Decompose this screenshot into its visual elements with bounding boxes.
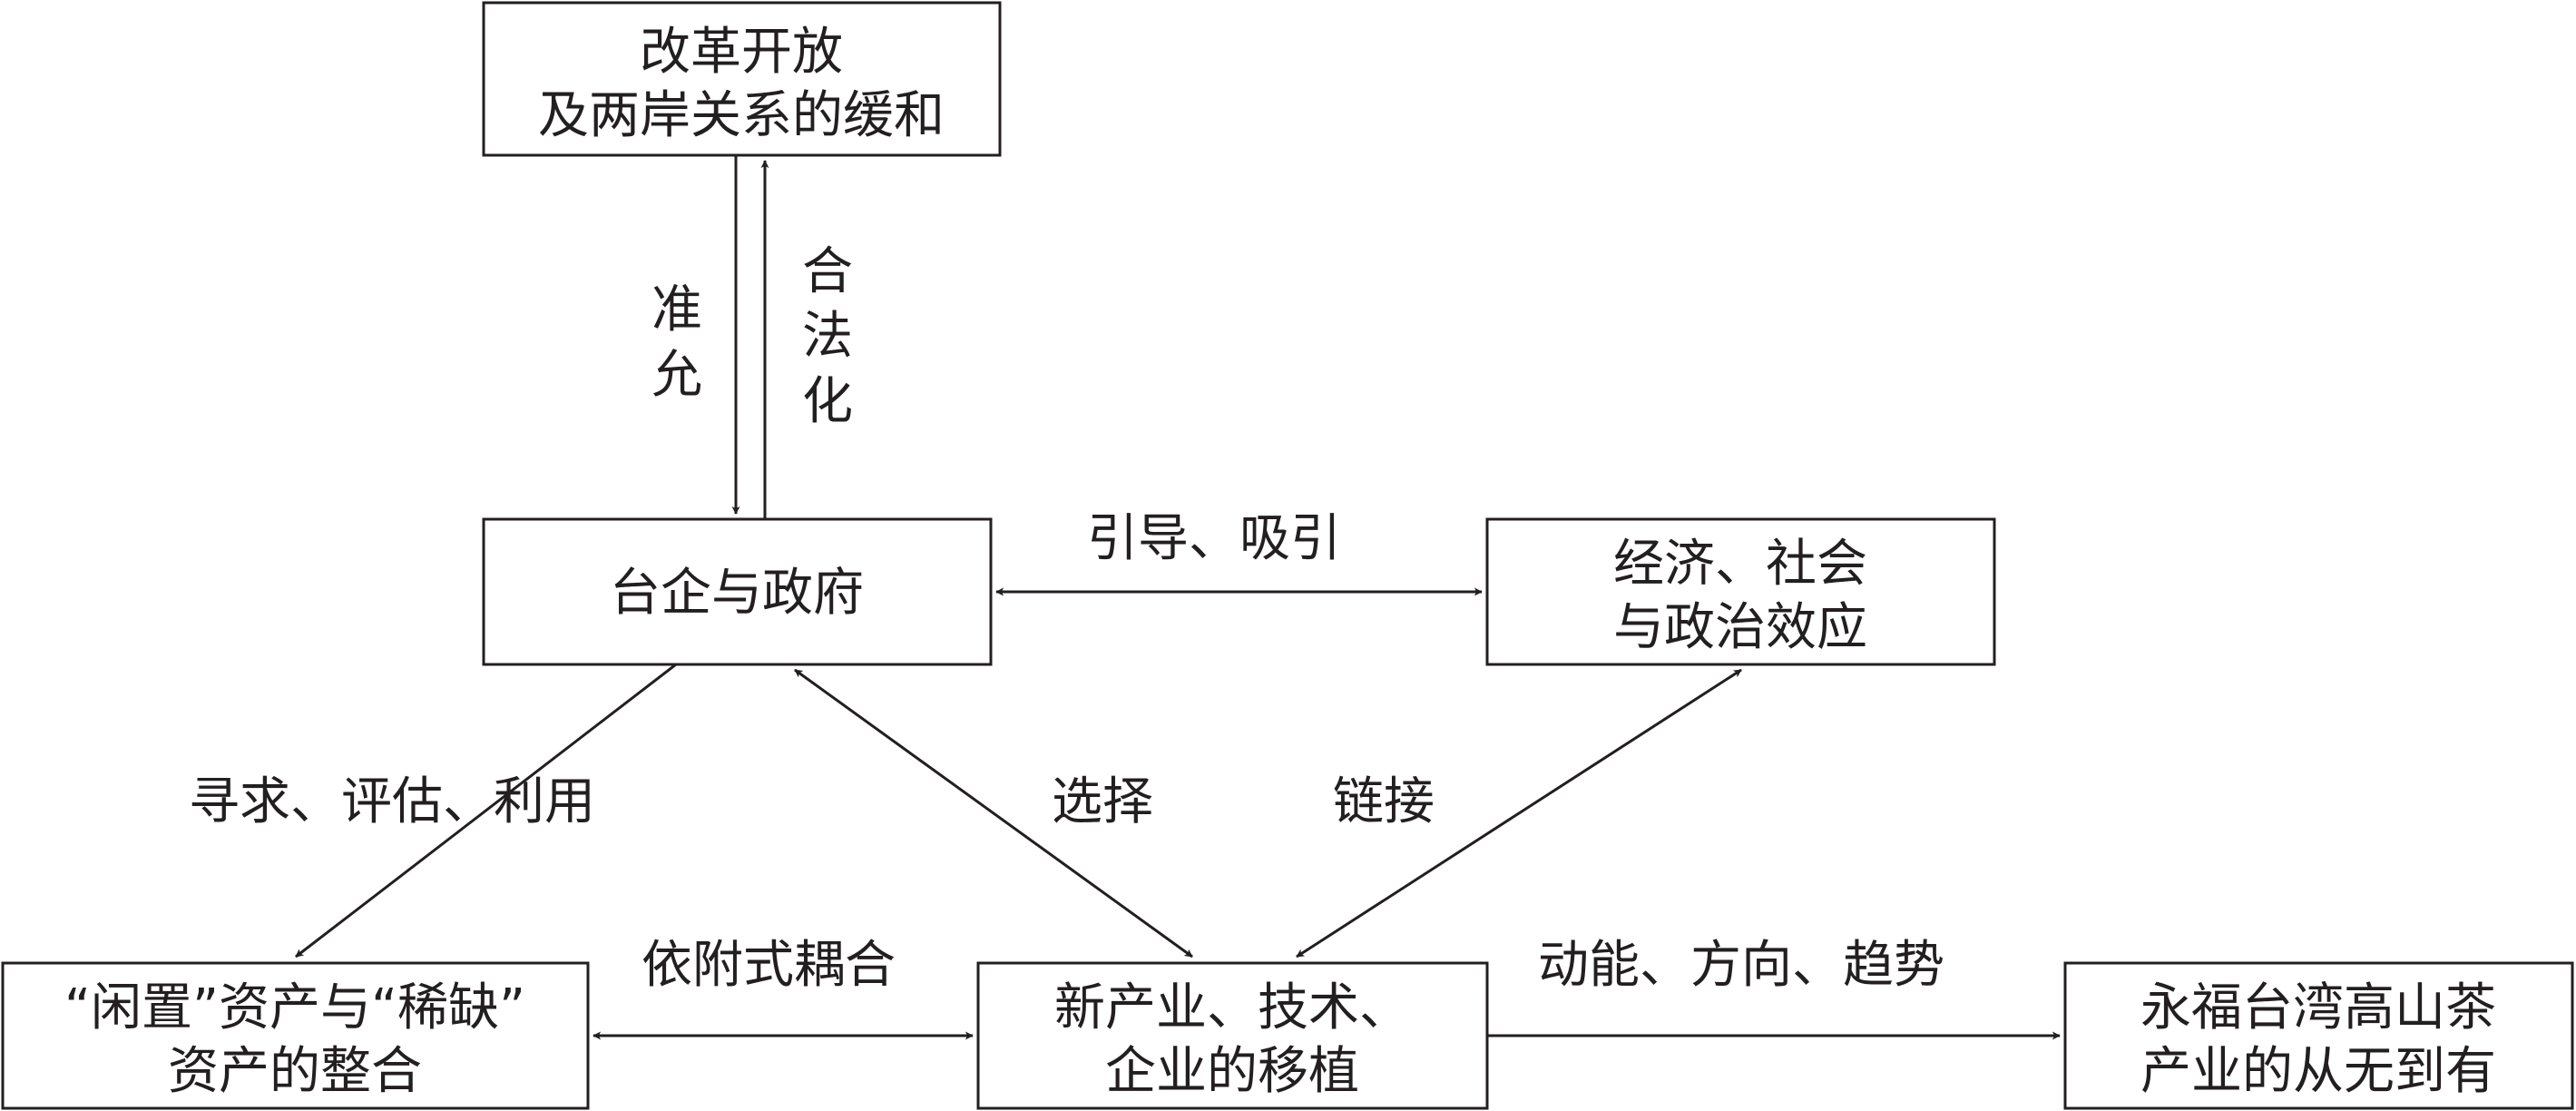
node-effects-line-1: 经济、社会 — [1613, 535, 1867, 594]
node-gov-line-1: 台企与政府 — [610, 564, 864, 623]
node-tea-line-1: 永福台湾高山茶 — [2140, 978, 2496, 1037]
label-legalize-1: 合 — [802, 242, 853, 301]
node-assets: “闲置”资产与“稀缺” 资产的整合 — [1, 961, 590, 1110]
arrow-select — [794, 668, 1193, 959]
node-assets-line-1: “闲置”资产与“稀缺” — [64, 978, 525, 1037]
node-transplant-line-2: 企业的移植 — [1105, 1042, 1359, 1101]
node-transplant-line-1: 新产业、技术、 — [1054, 978, 1410, 1037]
node-tea-line-2: 产业的从无到有 — [2140, 1042, 2496, 1101]
label-legalize-3: 化 — [802, 372, 853, 431]
node-effects: 经济、社会 与政治效应 — [1485, 517, 1996, 666]
arrow-seek — [295, 663, 677, 959]
node-gov: 台企与政府 — [482, 517, 993, 666]
label-permit-2: 允 — [651, 346, 702, 405]
node-transplant: 新产业、技术、 企业的移植 — [976, 961, 1489, 1110]
label-guide: 引导、吸引 — [1087, 509, 1341, 568]
node-effects-line-2: 与政治效应 — [1613, 598, 1867, 657]
label-coupling: 依附式耦合 — [642, 936, 896, 995]
arrow-link — [1296, 668, 1742, 959]
label-permit-1: 准 — [651, 280, 702, 339]
label-legalize-2: 法 — [802, 307, 853, 366]
label-select: 选择 — [1052, 772, 1153, 831]
label-link: 链接 — [1333, 772, 1435, 831]
node-assets-line-2: 资产的整合 — [168, 1042, 422, 1101]
node-reform-line-1: 改革开放 — [640, 23, 843, 82]
node-tea: 永福台湾高山茶 产业的从无到有 — [2063, 961, 2574, 1110]
node-reform: 改革开放 及两岸关系的缓和 — [482, 1, 1002, 157]
label-momentum: 动能、方向、趋势 — [1538, 936, 1944, 995]
label-seek: 寻求、评估、利用 — [189, 772, 595, 831]
node-reform-line-2: 及两岸关系的缓和 — [538, 86, 945, 145]
